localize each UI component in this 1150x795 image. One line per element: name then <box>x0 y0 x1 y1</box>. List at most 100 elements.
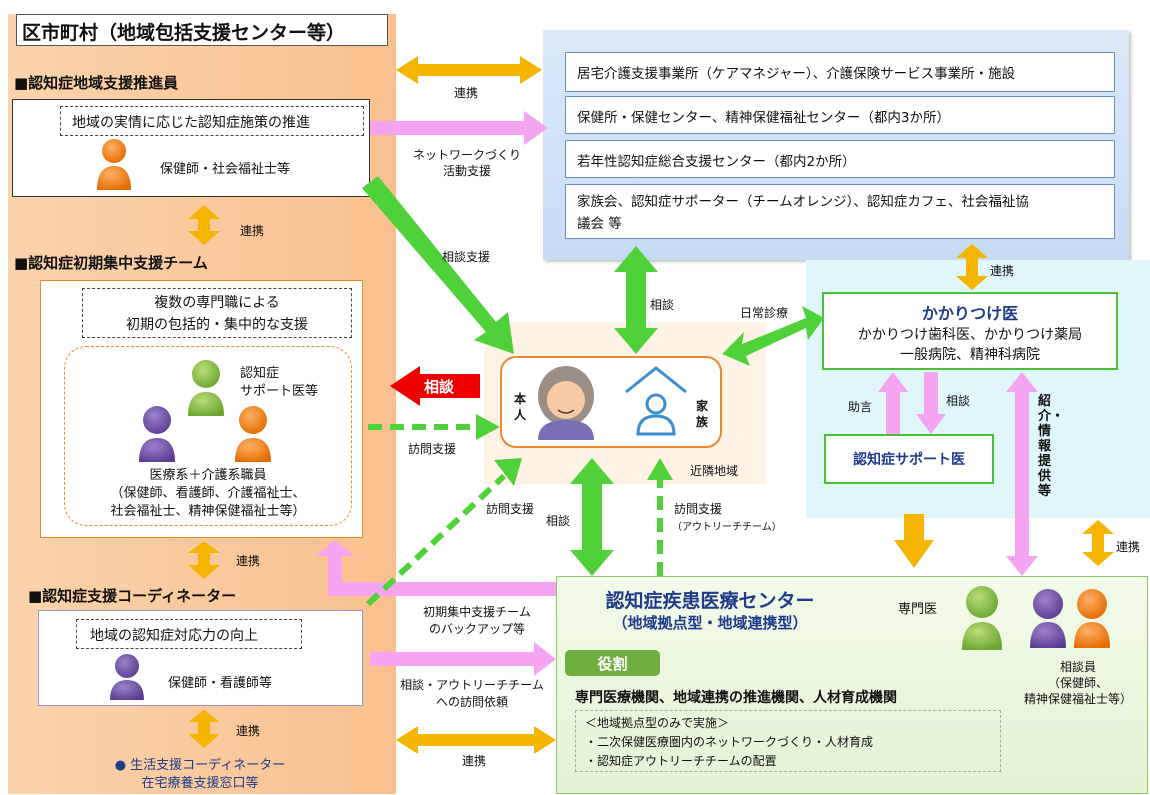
label-backup-1: 初期集中支援チーム <box>423 605 531 619</box>
arrow-nichijo <box>722 306 824 366</box>
role-tag: 役割 <box>597 655 628 673</box>
label-soudan-top: 相談 <box>650 298 675 312</box>
label-houmon-team: 訪問支援 <box>408 442 457 456</box>
arrow-renkei-3 <box>188 710 220 748</box>
arrow-outreach-head <box>647 458 673 480</box>
renkei-2: 連携 <box>236 554 261 568</box>
service-item-4-line-1: 家族会、認知症サポーター（チームオレンジ）、認知症カフェ、社会福祉協 <box>577 194 1029 210</box>
promoter-box <box>12 99 370 197</box>
arrow-network-support <box>370 111 548 145</box>
purple-person-icon-team <box>139 406 175 462</box>
bottom-line-2: 在宅療養支援窓口等 <box>141 776 259 791</box>
doctor-box <box>822 292 1118 370</box>
bottom-line-1: ● 生活支援コーディネーター <box>114 758 286 773</box>
label-renkei-top: 連携 <box>454 86 479 100</box>
service-item-1-box <box>565 52 1115 92</box>
team-staff-2: （保健師、看護師、介護福祉士、 <box>110 486 306 501</box>
team-desc-box <box>82 288 352 338</box>
center-specialist: 専門医 <box>898 602 938 617</box>
label-shoukai: 紹介・情報提供等 <box>1038 394 1065 499</box>
label-network-1: ネットワークづくり <box>412 148 521 162</box>
role-line-2: ・二次保健医療圏内のネットワークづくり・人材育成 <box>585 735 874 749</box>
label-soudan-sd: 相談 <box>946 394 971 408</box>
arrow-houmon-coord-head <box>494 458 522 486</box>
arrow-houmon-coord <box>365 473 507 607</box>
green-person-icon-specialist <box>962 586 1002 650</box>
label-soudan-center: 相談 <box>546 514 571 528</box>
team-support-doctor-1: 認知症 <box>240 366 280 381</box>
center-consultant-3: 精神保健福祉士等） <box>1023 692 1132 706</box>
arrow-shoukai <box>1006 372 1038 576</box>
role-detail-box <box>575 710 1001 772</box>
arrow-renkei-bottom <box>396 726 556 754</box>
coordinator-heading: ■認知症支援コーディネーター <box>28 587 237 605</box>
arrow-coord-to-center <box>370 642 556 676</box>
promoter-task: 地域の実情に応じた認知症施策の推進 <box>72 115 310 131</box>
center-subtitle: （地域拠点型・地域連携型） <box>612 614 808 632</box>
support-doctor-box <box>824 434 994 484</box>
center-title: 認知症疾患医療センター <box>605 590 815 612</box>
label-renkei-bottom: 連携 <box>462 754 487 768</box>
renkei-1: 連携 <box>240 224 265 238</box>
arrow-advice <box>878 372 908 434</box>
team-staff-1: 医療系＋介護系職員 <box>149 468 267 483</box>
orange-person-icon-promoter <box>97 139 131 190</box>
label-renkei-doctor: 連携 <box>990 264 1015 278</box>
label-houmon-coord: 訪問支援 <box>486 502 535 516</box>
label-soudan-shien: 相談支援 <box>442 250 491 264</box>
orange-person-icon-team <box>235 406 271 462</box>
coordinator-box <box>38 610 363 706</box>
arrow-soudan-sd <box>916 372 946 434</box>
service-item-2-box <box>565 96 1115 134</box>
role-heading: 専門医療機関、地域連携の推進機関、人材育成機関 <box>575 690 897 706</box>
family-house-icon <box>625 366 687 436</box>
role-line-3: ・認知症アウトリーチチームの配置 <box>585 754 777 768</box>
team-members-box <box>64 346 352 526</box>
team-support-doctor-2: サポート医等 <box>240 384 319 399</box>
arrow-renkei-2 <box>188 541 220 579</box>
service-item-4-box <box>565 184 1115 239</box>
label-irai-2: への訪問依頼 <box>435 695 508 709</box>
arrow-renkei-right <box>1082 520 1114 566</box>
arrow-renkei-doctor <box>956 244 988 290</box>
purple-person-icon-consultant <box>1030 589 1066 648</box>
team-desc-1: 複数の専門職による <box>154 295 280 311</box>
center-consultant-1: 相談員 <box>1059 660 1096 674</box>
label-renkei-right: 連携 <box>1116 540 1141 554</box>
promoter-task-box <box>60 106 364 136</box>
label-outreach-1: 訪問支援 <box>674 502 723 516</box>
kazoku-1: 家 <box>696 399 709 413</box>
team-heading: ■認知症初期集中支援チーム <box>14 254 208 272</box>
renkei-3: 連携 <box>236 724 261 738</box>
coordinator-staff: 保健師・看護師等 <box>168 676 273 691</box>
elderly-person-icon <box>538 366 594 440</box>
team-desc-2: 初期の包括的・集中的な支援 <box>126 317 308 333</box>
honnin-1: 本 <box>514 392 527 406</box>
municipality-title-box <box>16 14 388 46</box>
label-network-2: 活動支援 <box>442 164 491 178</box>
service-item-2: 保健所・保健センター、精神保健福祉センター（都内3か所） <box>577 110 950 126</box>
doctor-line-2: かかりつけ歯科医、かかりつけ薬局 <box>857 327 1083 343</box>
service-item-4-line-2: 議会 等 <box>577 216 622 232</box>
center-consultant-2: （保健師、 <box>1047 676 1108 690</box>
municipality-title: 区市町村（地域包括支援センター等） <box>22 22 346 44</box>
person-box <box>500 356 722 448</box>
label-outreach-2: （アウトリーチチーム） <box>672 522 782 533</box>
orange-person-icon-consultant <box>1074 589 1110 648</box>
role-tag-box <box>565 650 660 676</box>
role-line-1: ＜地域拠点型のみで実施＞ <box>585 716 730 730</box>
doctor-line-3: 一般病院、精神科病院 <box>900 347 1040 363</box>
arrow-houmon-team-head <box>476 414 500 440</box>
service-item-3-box <box>565 140 1115 178</box>
service-item-3: 若年性認知症総合支援センター（都内2か所） <box>577 154 856 170</box>
arrow-down-to-center <box>894 514 934 568</box>
label-backup-2: のバックアップ等 <box>428 622 525 636</box>
doctor-title: かかりつけ医 <box>921 304 1019 323</box>
label-nichijo: 日常診療 <box>740 306 789 320</box>
arrow-renkei-top <box>396 56 542 84</box>
label-soudan-red: 相談 <box>424 378 455 396</box>
coordinator-task: 地域の認知症対応力の向上 <box>90 628 258 644</box>
arrow-backup <box>316 540 556 596</box>
team-staff-3: 社会福祉士、精神保健福祉士等） <box>110 504 306 519</box>
